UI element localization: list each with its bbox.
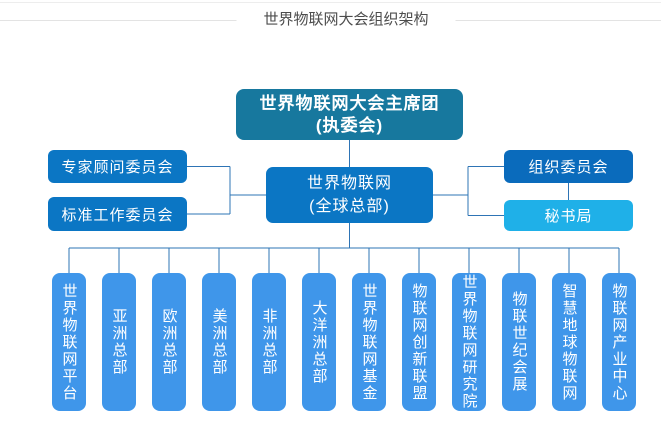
node-label: 智慧地球物联网 <box>560 282 578 402</box>
node-branch-industry-center: 物联网产业中心 <box>602 273 636 411</box>
node-branch-iot-platform: 世界物联网平台 <box>52 273 86 411</box>
node-branch-africa-hq: 非洲总部 <box>252 273 286 411</box>
node-branch-smart-earth-iot: 智慧地球物联网 <box>552 273 586 411</box>
node-label: 美洲总部 <box>210 308 228 376</box>
node-label: 物联网创新联盟 <box>410 282 428 402</box>
node-hq-line1: 世界物联网 <box>306 175 392 192</box>
node-branch-iot-foundation: 世界物联网基金 <box>352 273 386 411</box>
page-title: 世界物联网大会组织架构 <box>236 11 456 28</box>
node-label: 世界物联网基金 <box>360 282 378 402</box>
node-organizing-committee: 组织委员会 <box>504 150 633 183</box>
node-label: 世界物联网研究院 <box>460 274 478 410</box>
node-branch-century-expo: 物联世纪会展 <box>502 273 536 411</box>
node-branch-oceania-hq: 大洋洲总部 <box>302 273 336 411</box>
node-label: 物联世纪会展 <box>510 291 528 393</box>
node-branch-research-institute: 世界物联网研究院 <box>452 273 486 411</box>
node-label: 物联网产业中心 <box>610 282 628 402</box>
node-label: 专家顾问委员会 <box>61 159 174 176</box>
node-global-headquarters: 世界物联网 (全球总部) <box>266 167 433 223</box>
node-label: 标准工作委员会 <box>61 206 174 224</box>
node-label: 欧洲总部 <box>160 308 178 376</box>
node-branch-americas-hq: 美洲总部 <box>202 273 236 411</box>
node-standards-working-committee: 标准工作委员会 <box>48 197 187 231</box>
node-label: 非洲总部 <box>260 308 278 376</box>
node-label: 大洋洲总部 <box>310 299 328 385</box>
node-branch-europe-hq: 欧洲总部 <box>152 273 186 411</box>
top-border-line <box>0 2 661 3</box>
node-label: 组织委员会 <box>528 159 609 176</box>
node-presidium: 世界物联网大会主席团 (执委会) <box>236 89 463 140</box>
node-presidium-line1: 世界物联网大会主席团 <box>259 93 440 113</box>
node-secretariat: 秘书局 <box>504 200 633 231</box>
node-label: 秘书局 <box>544 208 593 225</box>
node-hq-line2: (全球总部) <box>309 198 390 215</box>
node-branch-asia-hq: 亚洲总部 <box>102 273 136 411</box>
node-expert-advisory-committee: 专家顾问委员会 <box>48 150 187 183</box>
node-presidium-line2: (执委会) <box>315 115 384 135</box>
node-label: 亚洲总部 <box>110 308 128 376</box>
node-label: 世界物联网平台 <box>60 282 78 402</box>
node-branch-innovation-alliance: 物联网创新联盟 <box>402 273 436 411</box>
